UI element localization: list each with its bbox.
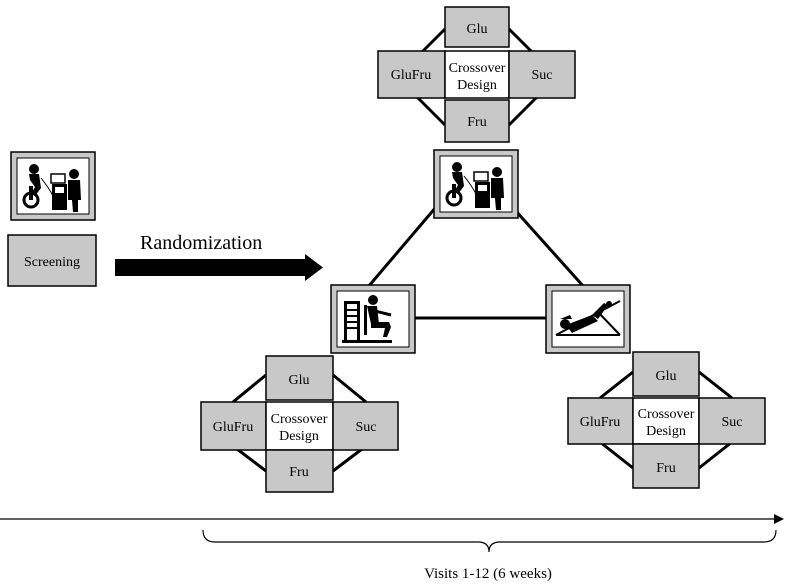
suc-label: Suc — [722, 415, 743, 430]
crossover-label: Crossover — [638, 407, 695, 422]
fru-label: Fru — [467, 115, 486, 130]
top-exercise-icon-box — [433, 149, 519, 219]
design-label: Design — [646, 424, 686, 439]
glufru-label: GluFru — [213, 420, 253, 435]
glu-label: Glu — [289, 373, 310, 388]
right-exercise-icon-box — [545, 284, 631, 354]
crossover-label: Crossover — [449, 61, 506, 76]
crossover-group-left: Glu GluFru Crossover Design Suc Fru — [200, 355, 399, 493]
glu-label: Glu — [467, 22, 488, 37]
exercise-test-icon — [22, 164, 81, 212]
suc-label: Suc — [356, 420, 377, 435]
design-label: Design — [279, 429, 319, 444]
fru-label: Fru — [656, 461, 675, 476]
screening-box: Screening — [7, 234, 97, 287]
visits-label: Visits 1-12 (6 weeks) — [424, 566, 552, 582]
randomization-label: Randomization — [140, 232, 262, 254]
glufru-label: GluFru — [580, 415, 620, 430]
screening-label: Screening — [24, 255, 80, 270]
left-exercise-icon-box — [330, 284, 416, 354]
situp-bench-icon — [555, 300, 621, 336]
crossover-group-top: Glu GluFru Crossover Design Suc Fru — [377, 6, 576, 143]
randomization-arrow: Randomization — [115, 232, 323, 281]
resistance-machine-icon — [342, 295, 392, 343]
screening-icon-box — [10, 151, 96, 221]
design-label: Design — [457, 78, 497, 93]
glufru-label: GluFru — [391, 68, 431, 83]
exercise-test-icon — [445, 162, 504, 210]
crossover-group-right: Glu GluFru Crossover Design Suc Fru — [567, 351, 766, 489]
crossover-label: Crossover — [271, 412, 328, 427]
glu-label: Glu — [656, 369, 677, 384]
fru-label: Fru — [289, 465, 308, 480]
triangle-connectors — [366, 198, 586, 320]
timeline-axis — [0, 514, 784, 524]
suc-label: Suc — [532, 68, 553, 83]
visits-brace — [202, 529, 777, 553]
